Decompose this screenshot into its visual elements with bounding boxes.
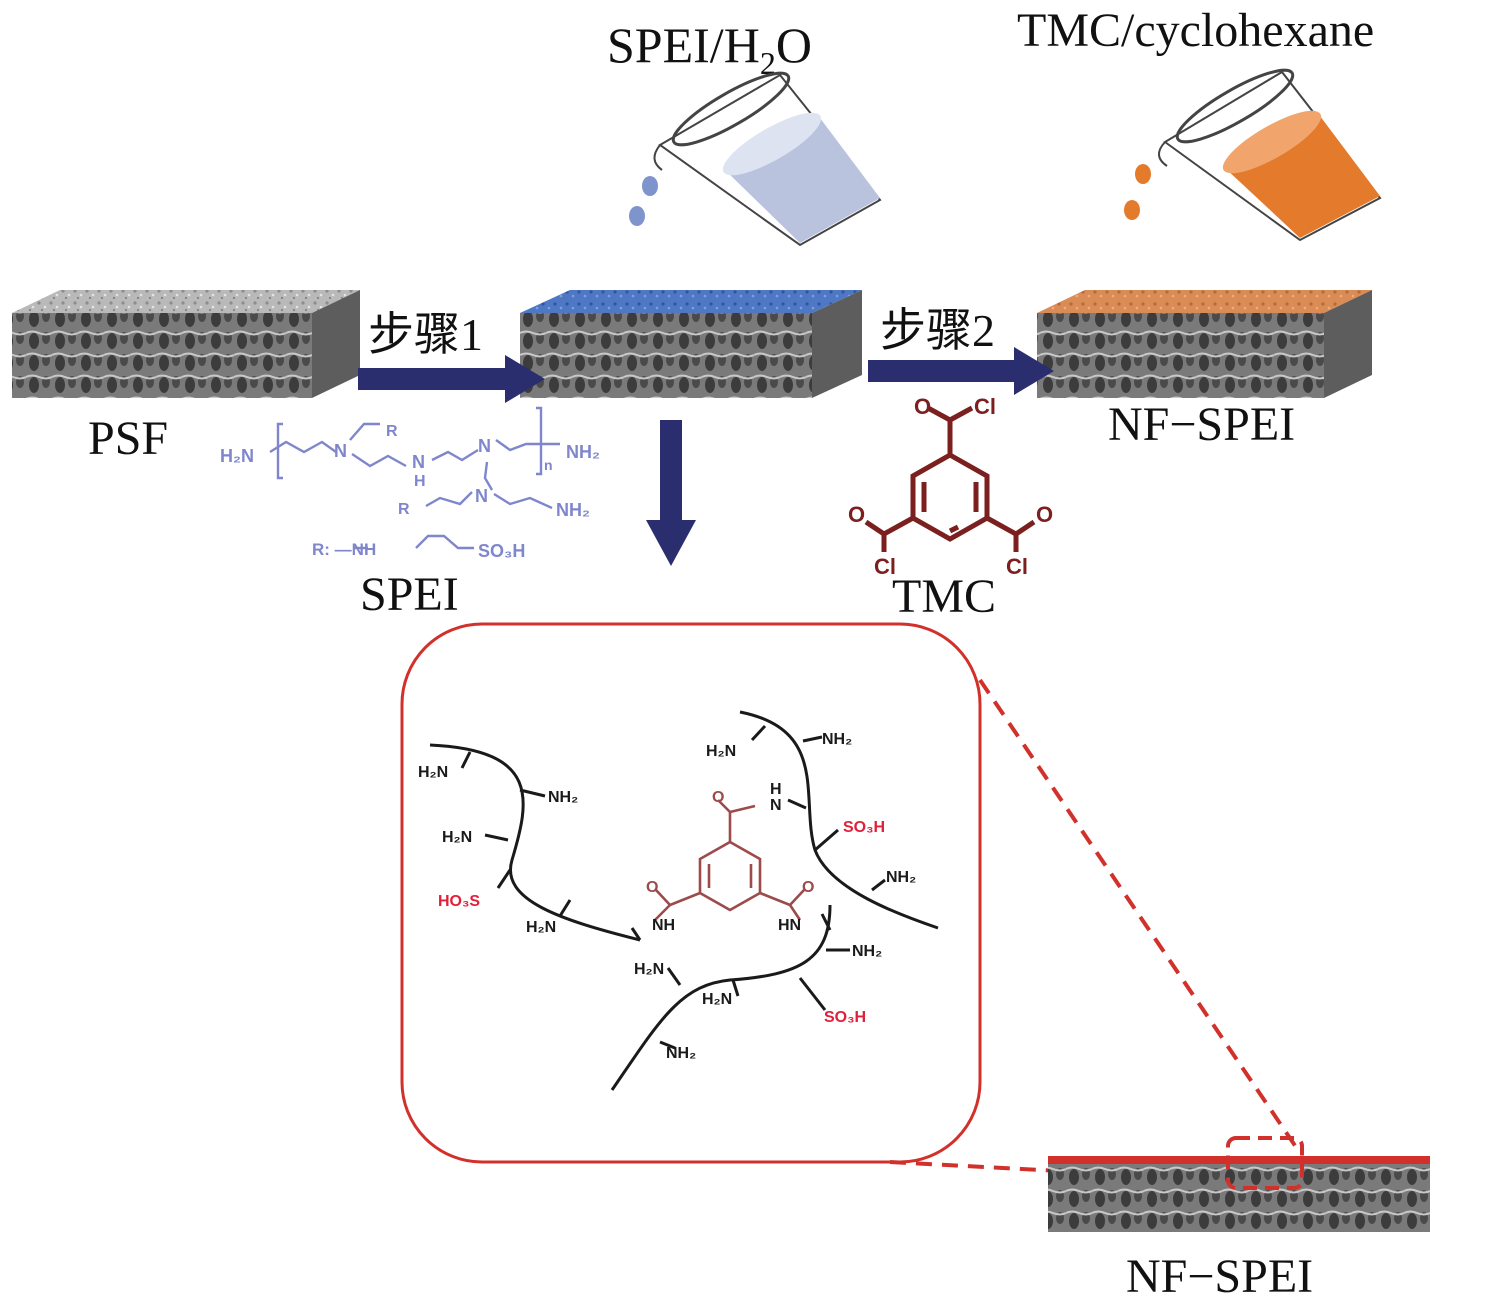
- step2-arrow-icon: [868, 347, 1054, 395]
- nf-spei-cross-section: [1048, 1136, 1430, 1232]
- spei-beaker-icon: [629, 71, 882, 247]
- network-nh2-d: NH₂: [822, 731, 852, 748]
- tmc-o-right: O: [1036, 502, 1053, 527]
- zoom-line-top: [978, 678, 1300, 1152]
- network-h2n-d: H₂N: [706, 743, 736, 760]
- network-hn-b: H: [770, 781, 782, 798]
- tmc-structure-text: O Cl O Cl O Cl: [848, 394, 1053, 579]
- network-nh2-i: NH₂: [666, 1045, 696, 1062]
- spei-h2n-left: H₂N: [220, 446, 254, 466]
- network-hn-c: HN: [778, 917, 801, 934]
- spei-n1: N: [334, 441, 347, 461]
- step1-label: 步骤1: [368, 309, 483, 360]
- spei-solution-label: SPEI/H2O: [607, 17, 812, 81]
- network-so3h-c: SO₃H: [824, 1009, 866, 1026]
- polymer-chains: [429, 710, 939, 1091]
- psf-label: PSF: [88, 412, 168, 465]
- spei-r-top: R: [386, 423, 398, 440]
- network-nh2-e: NH₂: [886, 869, 916, 886]
- step2-label: 步骤2: [880, 305, 995, 356]
- spei-structure-text: H₂N R N N H N n NH₂ R N NH₂ R: —NH SO₃H: [220, 423, 600, 561]
- tmc-solution-label: TMC/cyclohexane: [1017, 4, 1374, 57]
- tmc-o-left: O: [848, 502, 865, 527]
- svg-text:O: O: [646, 879, 658, 896]
- network-h2n-c: H₂N: [526, 919, 556, 936]
- network-ho3s: HO₃S: [438, 893, 480, 910]
- spei-label: SPEI: [360, 568, 459, 621]
- nf-spei-bottom-label: NF−SPEI: [1126, 1250, 1313, 1303]
- network-n-b: N: [770, 797, 782, 814]
- spei-r-bottom: R: [398, 501, 410, 518]
- tmc-beaker-icon: [1124, 68, 1382, 242]
- svg-text:O: O: [712, 789, 724, 806]
- spei-coated-membrane: [520, 290, 862, 398]
- spei-h-mid: H: [414, 473, 426, 490]
- network-h2n-h: H₂N: [702, 991, 732, 1008]
- tmc-cl-right: Cl: [1006, 554, 1028, 579]
- spei-so3h: SO₃H: [478, 541, 525, 561]
- step1-arrow-icon: [358, 355, 545, 403]
- tmc-o-top: O: [914, 394, 931, 419]
- network-nh-a: NH: [652, 917, 675, 934]
- network-so3h-b: SO₃H: [843, 819, 885, 836]
- zoom-box: [400, 622, 982, 1164]
- tmc-label: TMC: [892, 570, 996, 623]
- network-tmc-o: O O O: [646, 789, 814, 896]
- tmc-cl-top: Cl: [974, 394, 996, 419]
- network-nh2-a: NH₂: [548, 789, 578, 806]
- down-arrow-icon: [646, 420, 696, 566]
- spei-nh-mid: N: [412, 452, 425, 472]
- network-labels: H₂N NH₂ H₂N HO₃S H₂N NH H₂N NH₂ H N SO₃H…: [418, 731, 916, 1062]
- tmc-cl-left: Cl: [874, 554, 896, 579]
- spei-n2: N: [478, 436, 491, 456]
- network-tmc-core: [654, 799, 805, 921]
- network-h2n-g: H₂N: [634, 961, 664, 978]
- spei-r-def: R: —NH: [312, 540, 376, 559]
- spei-nh2-right: NH₂: [566, 442, 600, 462]
- spei-n3: N: [475, 486, 488, 506]
- svg-text:O: O: [802, 879, 814, 896]
- network-h2n-b: H₂N: [442, 829, 472, 846]
- nf-spei-membrane: [1037, 290, 1372, 398]
- tmc-structure: [864, 405, 1036, 552]
- spei-n-sub: n: [544, 457, 553, 473]
- spei-nh2-bottom: NH₂: [556, 500, 590, 520]
- network-nh2-f: NH₂: [852, 943, 882, 960]
- psf-membrane: [12, 290, 360, 398]
- nf-spei-top-label: NF−SPEI: [1108, 398, 1295, 451]
- spei-structure: [269, 406, 560, 550]
- network-h2n-a: H₂N: [418, 764, 448, 781]
